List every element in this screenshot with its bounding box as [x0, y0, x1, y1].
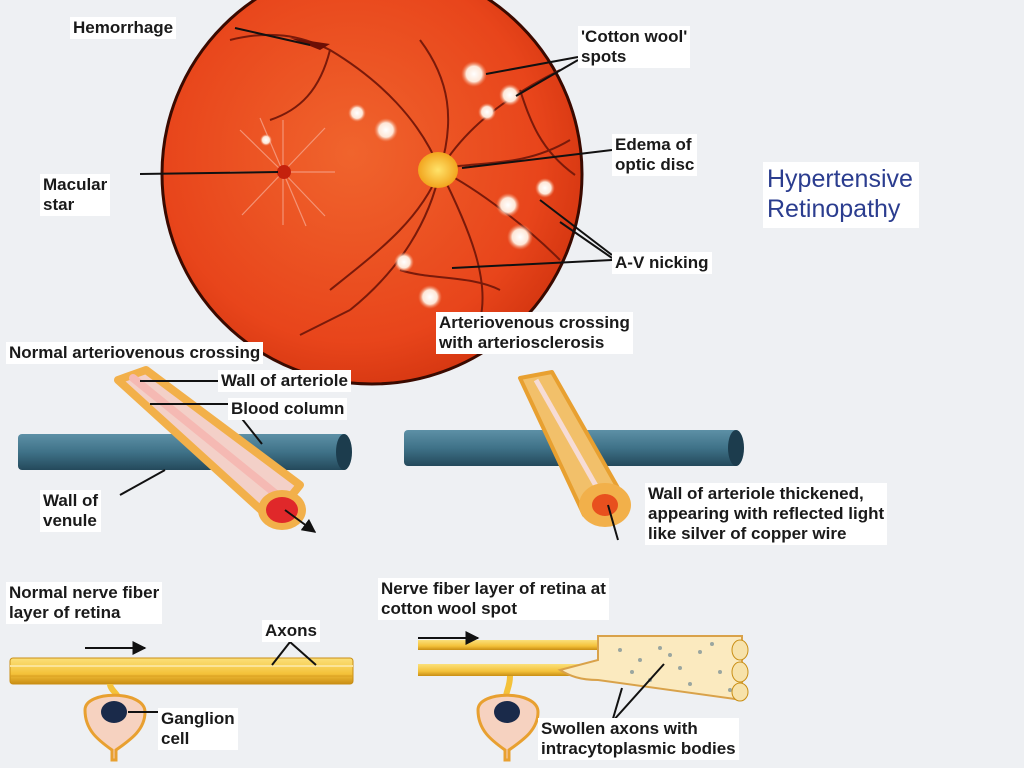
label-edema-optic-disc: Edema of optic disc [612, 134, 698, 176]
label-wall-of-arteriole: Wall of arteriole [218, 370, 351, 392]
normal-crossing-leaders [119, 380, 317, 533]
axon-upper [418, 640, 598, 650]
reflected-light [533, 378, 607, 502]
ganglion-cell-2 [476, 693, 540, 762]
cotton-spot-nerve-diagram [418, 631, 749, 762]
label-macular-star: Macular star [40, 174, 111, 216]
label-cotton-wool-spots: 'Cotton wool' spots [578, 26, 691, 68]
label-hemorrhage: Hemorrhage [70, 17, 177, 39]
venule-end [336, 434, 352, 470]
thickened-lumen-blood [592, 494, 618, 516]
normal-crossing-diagram [18, 366, 352, 533]
normal-nerve-leaders [128, 641, 317, 713]
axon-bundle-normal [9, 657, 354, 685]
sclerosis-leader [607, 504, 619, 541]
axon-lower [418, 664, 598, 676]
label-swollen-axons: Swollen axons with intracytoplasmic bodi… [538, 718, 739, 760]
label-blood-column: Blood column [228, 398, 348, 420]
label-normal-crossing: Normal arteriovenous crossing [6, 342, 264, 364]
label-cotton-spot-nerve-layer: Nerve fiber layer of retina at cotton wo… [378, 578, 609, 620]
ganglion-nucleus [101, 701, 127, 723]
page-title: Hypertensive Retinopathy [763, 162, 919, 228]
arteriole-lumen-blood [266, 497, 298, 523]
blood-column [129, 374, 291, 507]
label-arteriole-thickened: Wall of arteriole thickened, appearing w… [645, 483, 888, 545]
normal-nerve-diagram [9, 641, 354, 762]
label-normal-nerve-layer: Normal nerve fiber layer of retina [6, 582, 163, 624]
label-sclerosis-crossing: Arteriovenous crossing with arterioscler… [436, 312, 633, 354]
cotton-wool-spots [260, 61, 555, 309]
label-wall-of-venule: Wall of venule [40, 490, 102, 532]
label-axons: Axons [262, 620, 320, 642]
macula [277, 165, 291, 179]
sclerosis-crossing-diagram [404, 370, 744, 541]
label-av-nicking: A-V nicking [612, 252, 712, 274]
fundus-leader-lines [139, 27, 613, 269]
swollen-leaders [611, 663, 665, 723]
fundus [160, 0, 584, 386]
ganglion-nucleus-2 [494, 701, 520, 723]
venule-end-2 [728, 430, 744, 466]
swollen-axons [557, 635, 743, 702]
intracytoplasmic-bodies [618, 642, 732, 692]
label-ganglion-cell: Ganglion cell [158, 708, 238, 750]
optic-disc [418, 152, 458, 188]
